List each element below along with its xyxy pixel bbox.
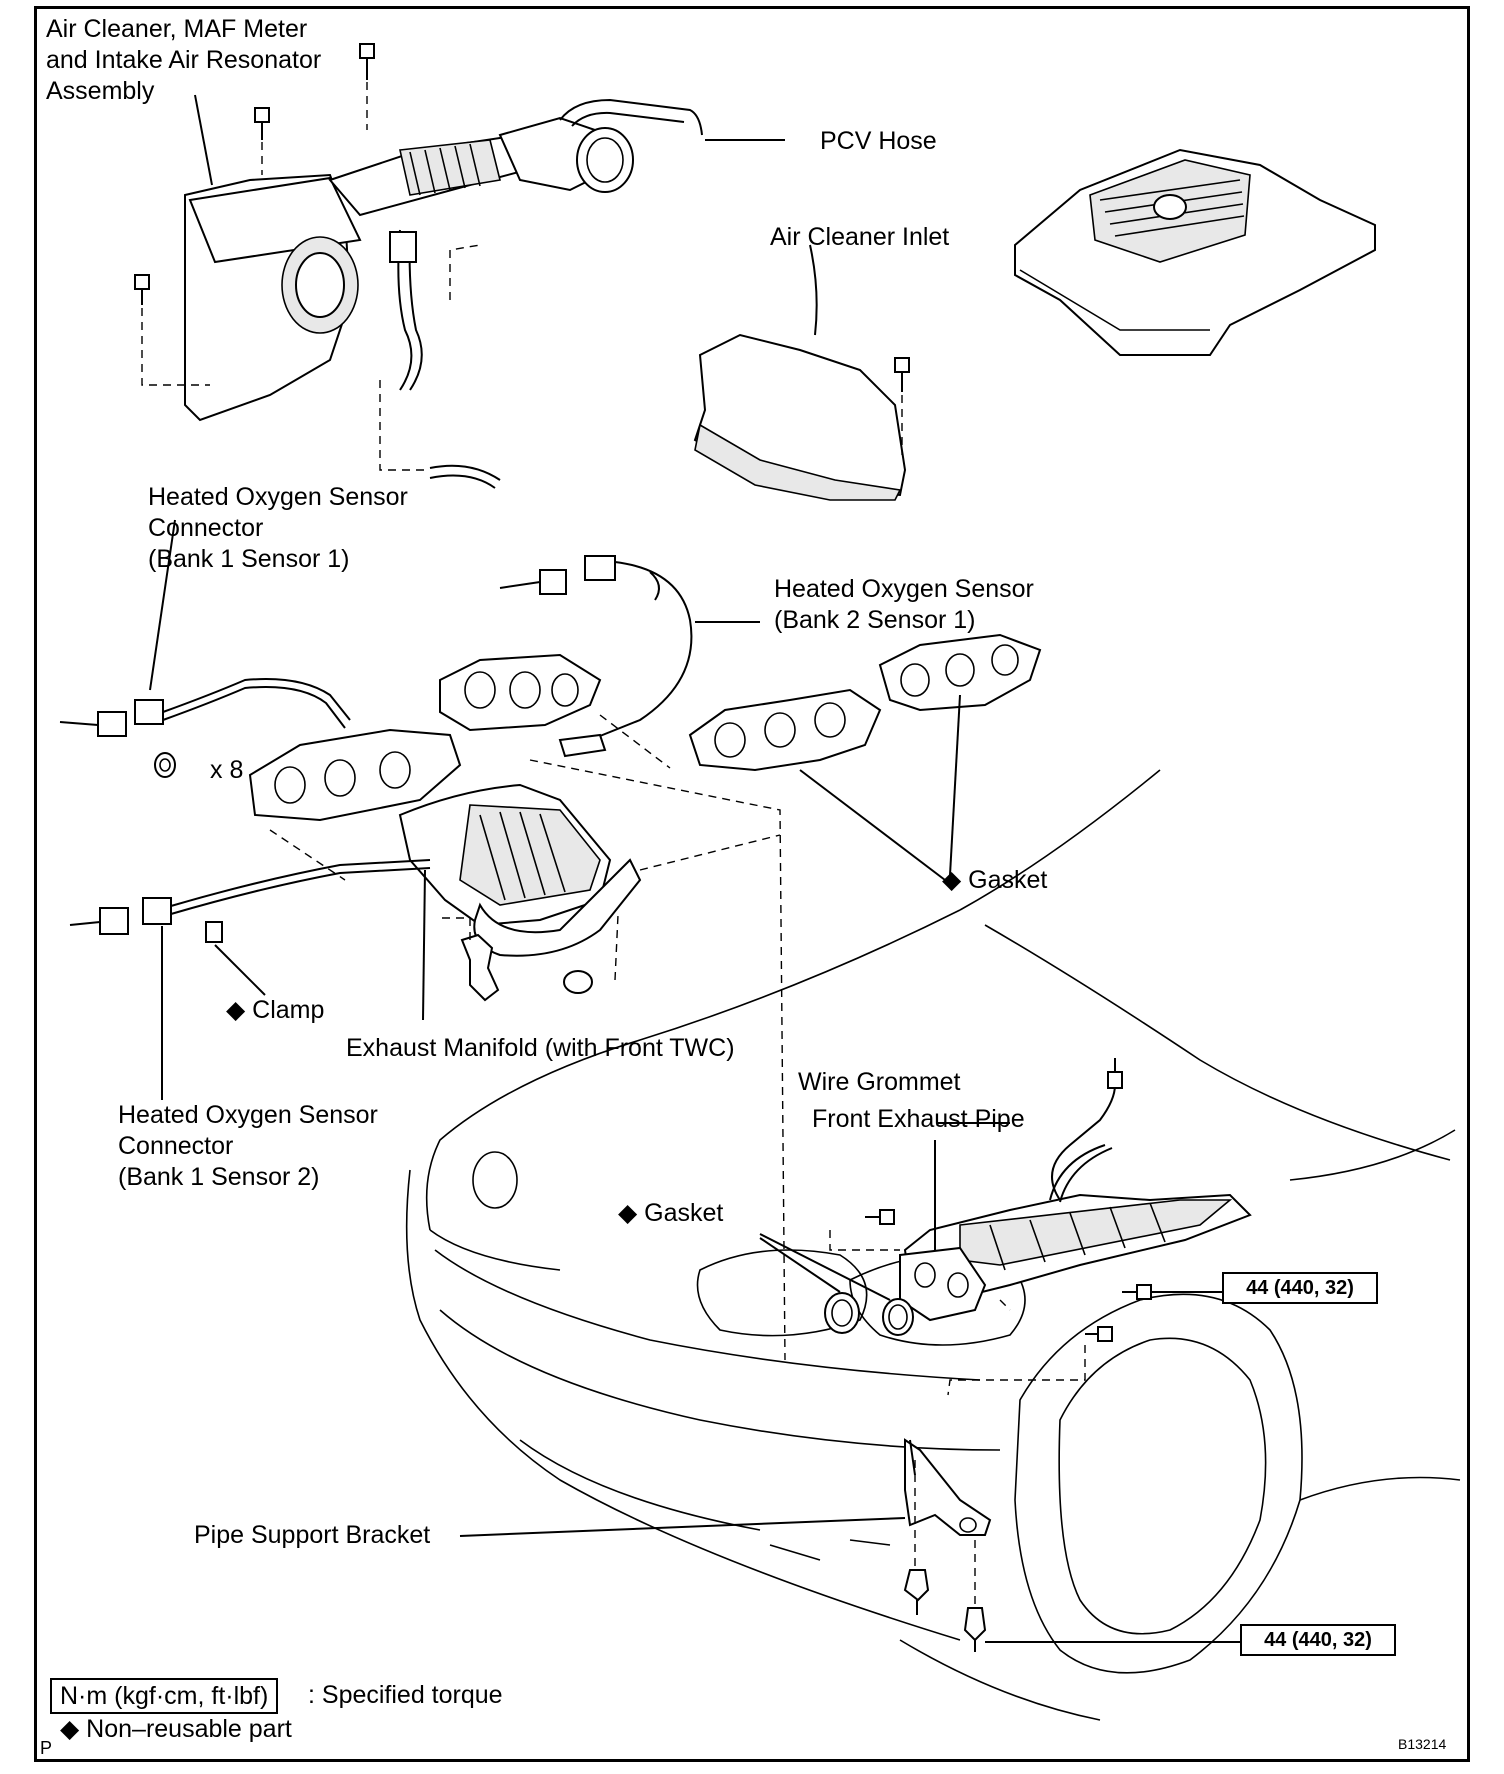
- corner-mark-p: P: [40, 1738, 53, 1758]
- label-air-cleaner-line3: Assembly: [46, 77, 155, 105]
- label-air-cleaner-inlet: Air Cleaner Inlet: [770, 223, 950, 251]
- label-ho2s-connector-b1s2: Heated Oxygen Sensor Connector (Bank 1 S…: [118, 1100, 378, 1193]
- torque-spec-upper: 44 (440, 32): [1222, 1272, 1378, 1304]
- label-nut-count: x 8: [210, 756, 244, 784]
- ho2s-b1s1-harness: [59, 519, 351, 737]
- label-air-cleaner-line1: Air Cleaner, MAF Meter: [46, 15, 308, 43]
- label-ho2s-connector-b1s1-line3: (Bank 1 Sensor 1): [148, 545, 350, 573]
- manifold-gaskets: [688, 633, 1042, 881]
- label-ho2s-b2s1: Heated Oxygen Sensor (Bank 2 Sensor 1): [774, 574, 1034, 636]
- label-pcv-hose: PCV Hose: [820, 127, 937, 155]
- front-exhaust-pipe: [459, 1058, 1252, 1652]
- air-cleaner-inlet: [693, 244, 910, 501]
- label-ho2s-connector-b1s2-line2: Connector: [118, 1132, 234, 1160]
- label-ho2s-connector-b1s2-line3: (Bank 1 Sensor 2): [118, 1163, 320, 1191]
- torque-spec-lower: 44 (440, 32): [1240, 1624, 1396, 1656]
- label-front-exhaust-pipe: Front Exhaust Pipe: [812, 1105, 1025, 1133]
- label-ho2s-b2s1-line1: Heated Oxygen Sensor: [774, 575, 1034, 603]
- label-gasket-upper: ◆ Gasket: [942, 866, 1048, 894]
- label-gasket-lower: ◆ Gasket: [618, 1199, 724, 1227]
- label-ho2s-connector-b1s2-line1: Heated Oxygen Sensor: [118, 1101, 378, 1129]
- diagram-frame: [34, 6, 1470, 1762]
- label-air-cleaner: Air Cleaner, MAF Meter and Intake Air Re…: [46, 14, 321, 107]
- legend-torque-unit-text: : Specified torque: [308, 1681, 503, 1709]
- ho2s-b1s2-harness: [69, 859, 431, 1100]
- air-cleaner-assembly: [134, 43, 785, 489]
- ho2s-b2s1: [499, 555, 760, 758]
- label-ho2s-connector-b1s1-line2: Connector: [148, 514, 264, 542]
- label-ho2s-b2s1-line2: (Bank 2 Sensor 1): [774, 606, 976, 634]
- label-ho2s-connector-b1s1-line1: Heated Oxygen Sensor: [148, 483, 408, 511]
- label-exhaust-manifold: Exhaust Manifold (with Front TWC): [346, 1034, 735, 1062]
- exhaust-manifold: [154, 653, 786, 1361]
- figure-id: B13214: [1398, 1736, 1447, 1752]
- engine-cover: [1014, 148, 1376, 356]
- label-ho2s-connector-b1s1: Heated Oxygen Sensor Connector (Bank 1 S…: [148, 482, 408, 575]
- label-air-cleaner-line2: and Intake Air Resonator: [46, 46, 322, 74]
- label-wire-grommet: Wire Grommet: [798, 1068, 961, 1096]
- label-pipe-support-bracket: Pipe Support Bracket: [194, 1521, 431, 1549]
- legend-torque-unit-box: N·m (kgf·cm, ft·lbf): [50, 1678, 279, 1714]
- legend-non-reusable: ◆ Non–reusable part: [60, 1715, 292, 1743]
- label-clamp: ◆ Clamp: [226, 996, 325, 1024]
